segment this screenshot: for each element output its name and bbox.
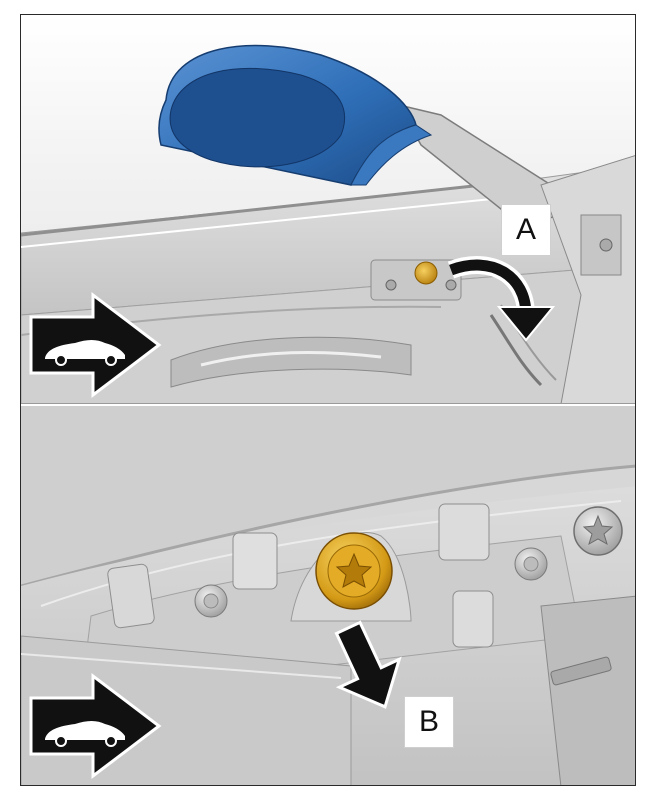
callout-b: B — [404, 696, 454, 748]
panel-top: A — [21, 15, 635, 404]
car-silhouette-icon — [45, 721, 125, 747]
torx-bolt-icon — [315, 532, 393, 610]
bolt-detail-drawing — [21, 406, 635, 785]
door-overview-drawing — [21, 44, 635, 404]
callout-a: A — [501, 204, 551, 256]
figure-frame: A — [20, 14, 636, 786]
driving-direction-arrow-icon — [29, 291, 162, 399]
panel-bottom: B — [21, 406, 635, 785]
torx-screw-icon — [573, 506, 623, 556]
curved-arrow-icon — [447, 256, 556, 342]
panel-divider — [21, 403, 635, 407]
straight-arrow-icon — [334, 620, 402, 709]
driving-direction-arrow-icon — [29, 672, 162, 780]
car-silhouette-icon — [45, 340, 125, 366]
